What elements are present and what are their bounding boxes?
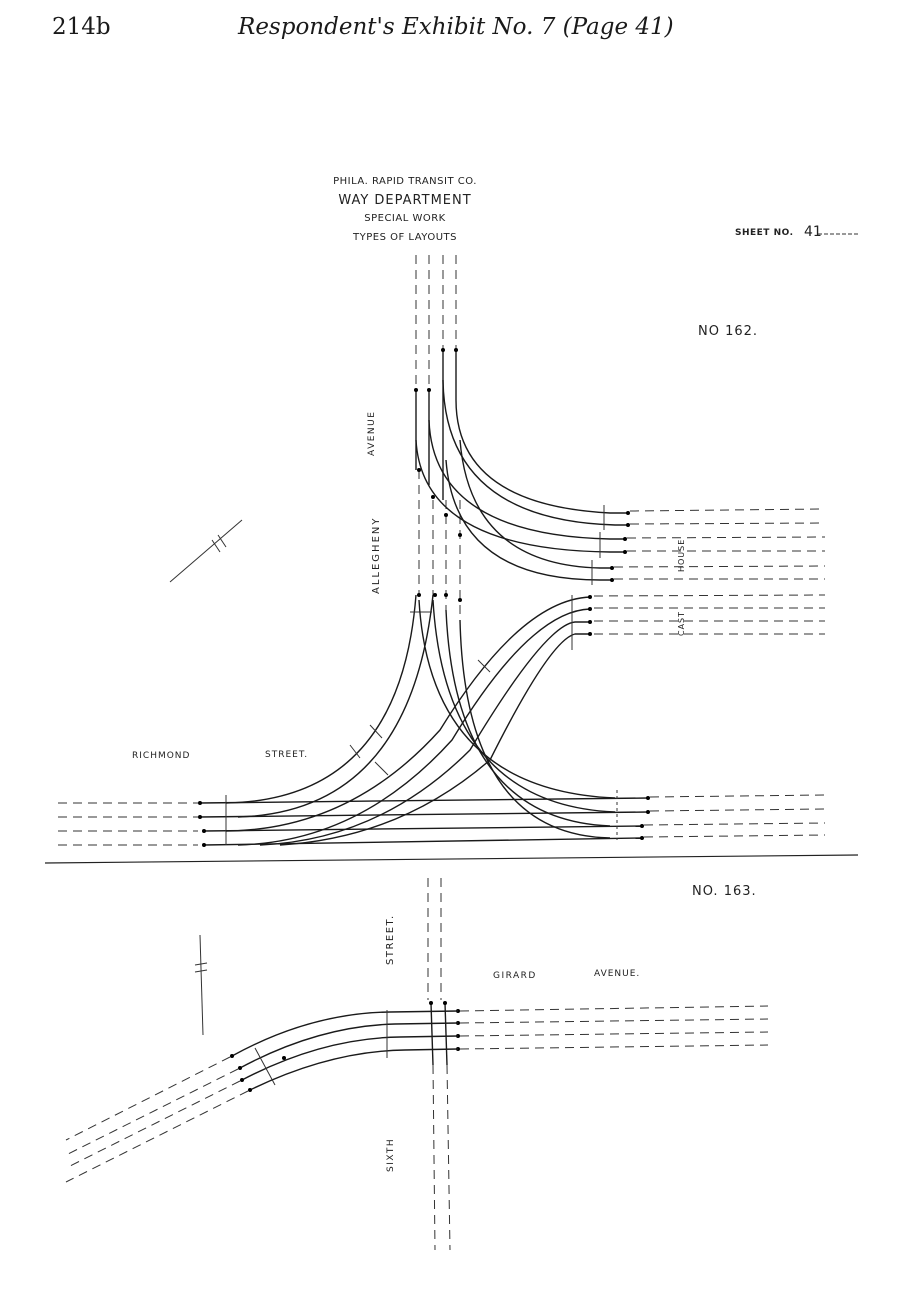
girard-label: GIRARD bbox=[493, 971, 537, 981]
house-label: HOUSE bbox=[677, 539, 686, 572]
street-label-162: STREET. bbox=[265, 750, 308, 760]
title-block: PHILA. RAPID TRANSIT CO. WAY DEPARTMENT … bbox=[333, 176, 858, 243]
curves-richmond-west bbox=[225, 593, 592, 846]
layout-separator bbox=[44, 854, 859, 864]
cast-house-tracks bbox=[593, 508, 826, 635]
richmond-street-tracks bbox=[58, 790, 826, 847]
sheet-label: SHEET NO. bbox=[735, 228, 794, 238]
allegheny-avenue-tracks bbox=[415, 255, 461, 620]
page-number: 214b bbox=[52, 14, 111, 40]
richmond-label: RICHMOND bbox=[132, 751, 190, 761]
north-arrow-icon bbox=[169, 519, 243, 583]
girard-avenue-tracks bbox=[456, 1005, 769, 1051]
subtitle: SPECIAL WORK bbox=[364, 213, 445, 224]
exhibit-title: Respondent's Exhibit No. 7 (Page 41) bbox=[238, 14, 674, 40]
company-name: PHILA. RAPID TRANSIT CO. bbox=[333, 176, 477, 187]
sixth-label: SIXTH bbox=[386, 1138, 396, 1172]
layout-163: NO. 163. bbox=[65, 878, 769, 1251]
layout-162: NO 162. bbox=[58, 255, 826, 847]
curves-allegheny-to-east bbox=[414, 348, 630, 585]
north-arrow-163-icon bbox=[194, 934, 208, 1036]
avenue-label-162: AVENUE bbox=[367, 411, 377, 456]
sixth-street-tracks bbox=[427, 878, 451, 1251]
layout-162-number: NO 162. bbox=[698, 324, 758, 339]
girard-curves bbox=[230, 1010, 459, 1092]
allegheny-label: ALLEGHENY bbox=[371, 517, 382, 594]
layout-type: TYPES OF LAYOUTS bbox=[352, 232, 457, 243]
street-label-163: STREET. bbox=[385, 914, 396, 965]
department-name: WAY DEPARTMENT bbox=[338, 193, 471, 208]
cast-label: CAST bbox=[677, 611, 686, 636]
sheet-number: 41 bbox=[804, 224, 822, 240]
girard-sw-dashed bbox=[65, 1056, 249, 1183]
avenue-label-163: AVENUE. bbox=[594, 969, 640, 979]
curves-allegheny-to-richmond-east bbox=[418, 593, 616, 839]
layout-163-number: NO. 163. bbox=[692, 884, 757, 899]
